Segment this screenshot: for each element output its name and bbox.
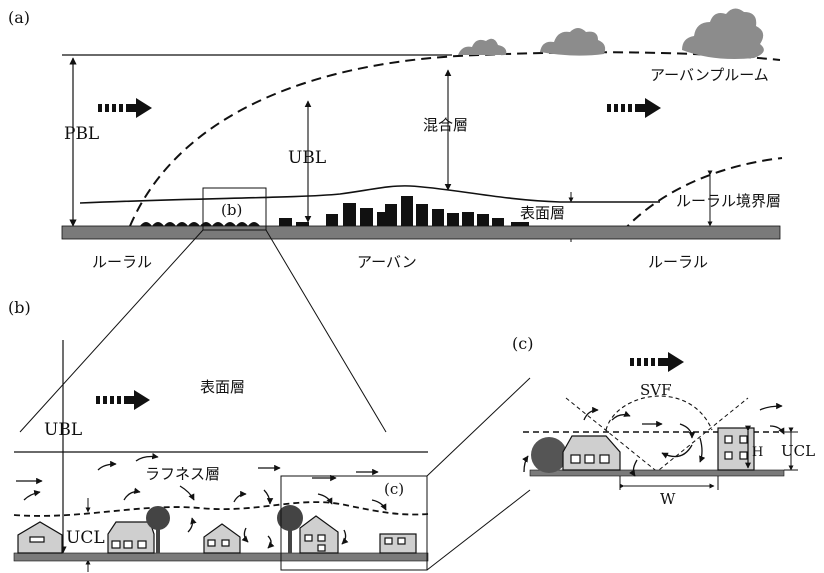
ubl-label: UBL — [288, 148, 327, 168]
wind-arrow-icon — [630, 352, 684, 372]
urban-buildings — [279, 196, 529, 226]
inset-c-tag: (c) — [384, 480, 405, 498]
turbulence-arrows — [16, 452, 387, 549]
wind-arrow-icon — [96, 390, 150, 410]
rural-boundary-layer-label: ルーラル境界層 — [676, 192, 782, 210]
panel-a — [61, 8, 783, 242]
panel-a-tag: (a) — [8, 8, 31, 27]
panel-c-tag: (c) — [512, 334, 534, 353]
house-icon — [203, 523, 241, 554]
surface-layer-b-label: 表面層 — [200, 378, 246, 396]
h-label: H — [752, 445, 764, 460]
tree-icon — [277, 505, 303, 553]
cloud-icon — [682, 8, 764, 60]
ucl-b-label: UCL — [66, 528, 105, 548]
house-icon — [299, 515, 339, 554]
house-icon — [379, 533, 417, 554]
pbl-label: PBL — [64, 124, 100, 144]
panel-b — [13, 340, 429, 572]
wind-arrow-icon — [98, 98, 152, 118]
tree-icon — [531, 437, 567, 473]
ubl-b-label: UBL — [44, 420, 83, 440]
tree-icon — [146, 506, 170, 553]
w-label: W — [660, 490, 676, 508]
house-icon — [562, 435, 621, 471]
svf-label: SVF — [640, 381, 672, 399]
ucl-c-label: UCL — [781, 442, 816, 460]
panel-c — [522, 352, 798, 490]
zoom-lines — [19, 229, 531, 571]
house-icon — [17, 521, 63, 554]
rural-left-label: ルーラル — [92, 253, 153, 271]
cloud-icon — [540, 28, 606, 56]
roughness-layer-label: ラフネス層 — [145, 465, 221, 483]
house-icon — [107, 521, 155, 554]
rural-right-label: ルーラル — [648, 253, 709, 271]
urban-label: アーバン — [357, 253, 417, 271]
cloud-icon — [458, 38, 507, 55]
wind-arrow-icon — [607, 98, 661, 118]
panel-b-tag: (b) — [8, 298, 31, 317]
surface-layer-label: 表面層 — [520, 204, 566, 222]
inset-b-tag: (b) — [221, 201, 243, 219]
mixed-layer-label: 混合層 — [423, 116, 469, 134]
urban-plume-label: アーバンプルーム — [650, 66, 769, 84]
flow-arrows — [522, 402, 785, 477]
